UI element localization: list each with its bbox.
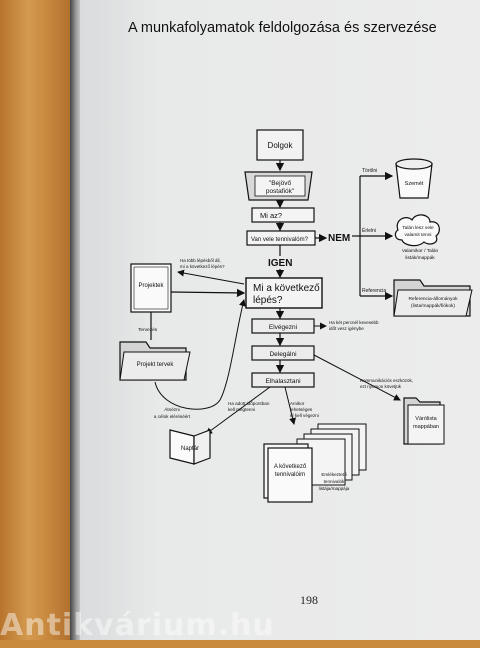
reminder-label-line2: tennivalók (324, 479, 345, 484)
waiting-label-line1: Várólista (415, 416, 437, 422)
node-van-vele-label: Van vele tennivalóm? (251, 237, 309, 243)
node-next-action-line1: Mi a következő (253, 283, 320, 294)
wooden-table-background (0, 0, 80, 640)
next-actions-folder-stack-icon: A következő tennivalóim Emlékeztető tenn… (263, 423, 367, 503)
inbox-label-line2: postafiók" (266, 188, 295, 195)
projects-notebook-icon: Projektek (130, 263, 172, 313)
multistep-note-line1: Ha több lépésből áll, (180, 258, 221, 263)
someday-label-line2: listák/mappák (405, 255, 435, 261)
reference-label-line2: (lista/mappák/fiókok) (411, 303, 455, 309)
project-plans-folder-icon: Projekt tervek (119, 341, 191, 381)
review-note-line2: a célok eléréséért (154, 414, 191, 419)
maybe-cloud-icon: Talán lesz vele valamit tenni (394, 214, 440, 247)
specific-time-note-line1: Ha adott időpontban (228, 401, 270, 406)
two-minute-note-line1: Ha két percnél kevesebb (329, 320, 379, 325)
reminder-label-line3: listája/mappája (319, 486, 350, 491)
next-actions-label-line2: tennivalóim (275, 472, 305, 478)
reference-folder-icon: Referencia-állományok (lista/mappák/fiók… (393, 279, 473, 317)
specific-time-note-line2: kell megtenni (228, 407, 255, 412)
page-number: 198 (300, 593, 318, 607)
book-spine-gutter (70, 0, 82, 640)
multistep-note-line2: mi a következő lépés? (180, 264, 225, 269)
asap-note-line1: Amikor (290, 401, 305, 406)
trash-can-icon: Szemét (395, 158, 433, 199)
asap-note-line3: el kell végezni (290, 413, 319, 418)
label-erlelni: Érlelni (362, 227, 376, 234)
next-actions-label-line1: A következő (274, 464, 307, 470)
node-dolgok-label: Dolgok (268, 141, 294, 150)
calendar-label: Naptár (181, 446, 199, 452)
someday-label-line1: Valamikor / Talán (402, 248, 439, 254)
trash-label: Szemét (405, 181, 424, 187)
cloud-label-line1: Talán lesz vele (402, 225, 434, 231)
node-delegate: Delegálni (251, 345, 315, 361)
node-do-it-label: Elvégezni (269, 324, 297, 331)
project-plans-label: Projekt tervek (137, 362, 175, 368)
node-dolgok: Dolgok (256, 129, 304, 161)
node-delegate-label: Delegálni (269, 351, 296, 358)
node-mi-az-label: Mi az? (260, 211, 282, 220)
node-van-vele: Van vele tennivalóm? (246, 230, 316, 246)
node-mi-az: Mi az? (251, 207, 315, 223)
reminder-label-line1: Emlékeztető (321, 472, 347, 477)
reference-label-line1: Referencia-állományok (408, 296, 458, 302)
planning-label: Tervezés (138, 327, 158, 333)
node-defer: Elhalasztani (251, 372, 315, 388)
node-do-it: Elvégezni (251, 318, 315, 334)
watermark: Antikvárium.hu (0, 608, 275, 643)
label-referencia: Referencia (362, 288, 386, 294)
node-inbox-tray: "Bejövő postafiók" (244, 171, 313, 201)
node-defer-label: Elhalasztani (265, 378, 300, 385)
communication-note-line1: Kommunikációs eszközök, (360, 378, 413, 383)
calendar-book-icon: Naptár (169, 429, 211, 465)
projects-label: Projektek (138, 283, 164, 289)
waiting-label-line2: mappában (413, 424, 439, 430)
communication-note-line2: ezt nyomon követjük (360, 384, 402, 389)
asap-note-line2: lehetséges (290, 407, 313, 412)
node-next-action: Mi a következő lépés? (245, 277, 323, 309)
label-nem: NEM (328, 233, 350, 244)
cloud-label-line2: valamit tenni (405, 232, 432, 238)
label-igen: IGEN (268, 258, 292, 269)
label-torolni: Törölni (362, 168, 377, 174)
page-title: A munkafolyamatok feldolgozása és szerve… (128, 20, 437, 36)
inbox-label-line1: "Bejövő (269, 180, 292, 187)
review-note-line1: Átnézni (164, 406, 179, 412)
two-minute-note-line2: időt vesz igénybe (329, 326, 364, 331)
waiting-for-folder-icon: Várólista mappában (403, 397, 445, 445)
node-next-action-line2: lépés? (253, 295, 283, 306)
